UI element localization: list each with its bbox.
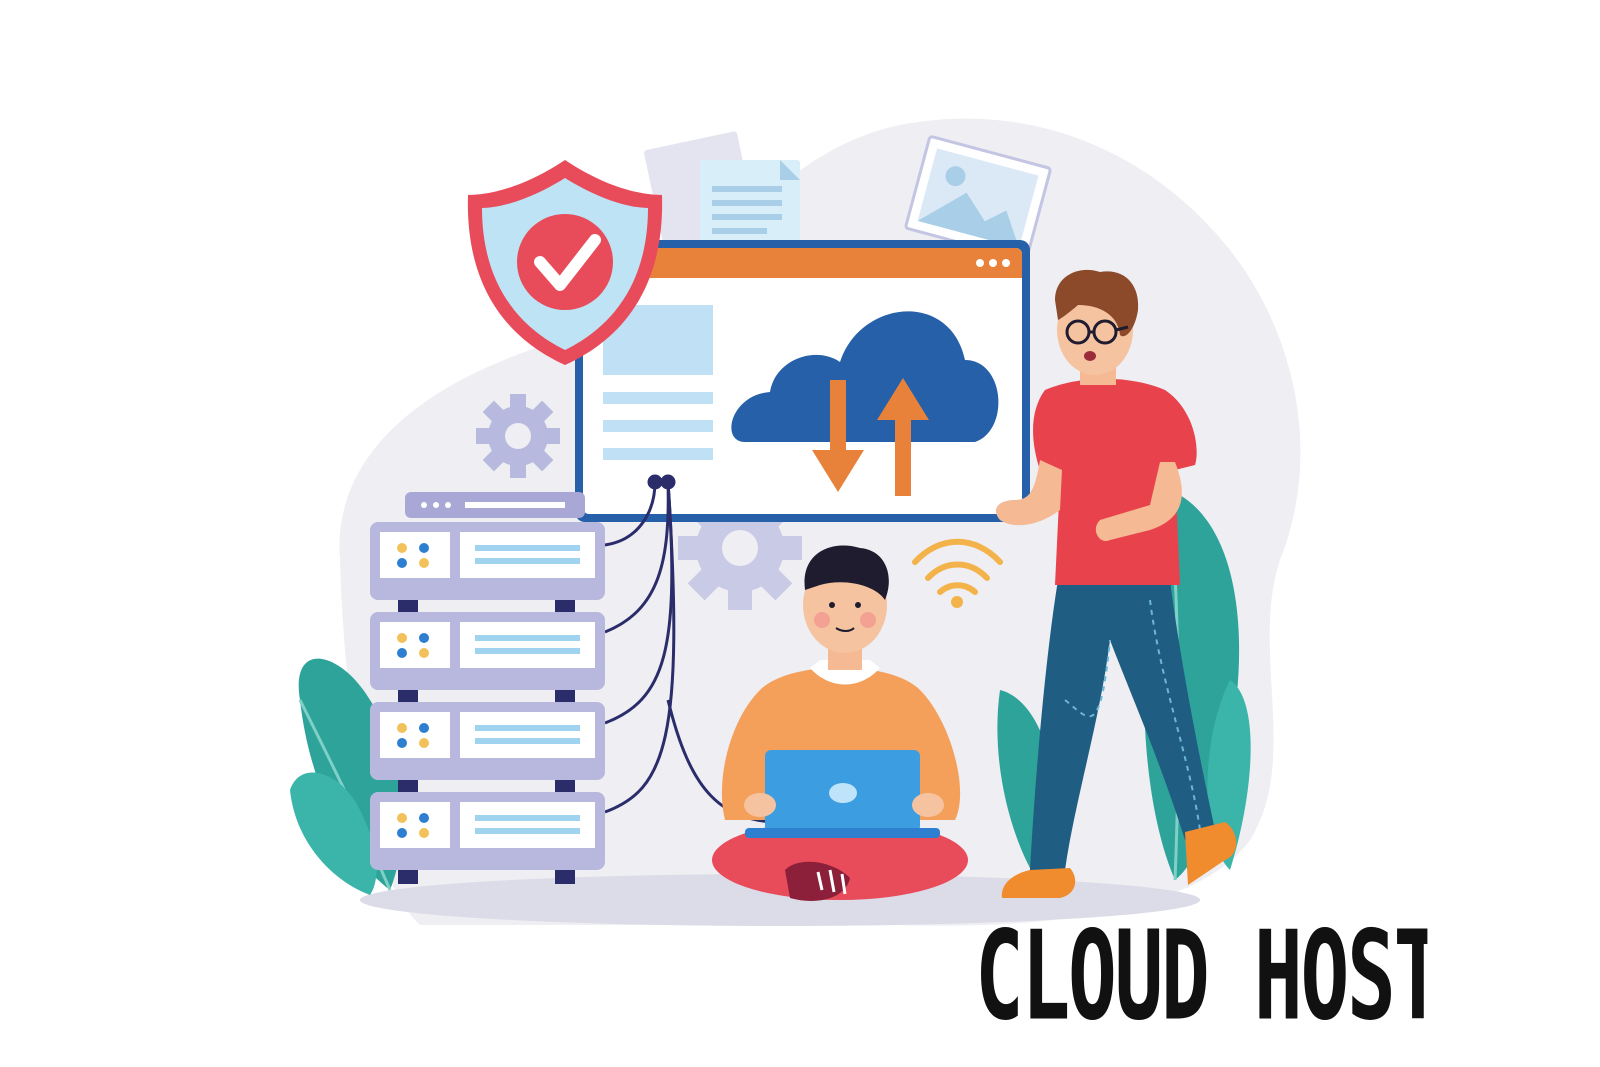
image-icon: [904, 135, 1052, 262]
gear-icon: [476, 394, 560, 478]
caption-title: CLOUD HOSTING: [975, 905, 1427, 1047]
shield-check-icon: [467, 160, 663, 365]
wifi-dot: [951, 596, 963, 608]
standing-person: [995, 269, 1237, 898]
server-rack-icon: [370, 492, 605, 884]
laptop-icon: [744, 750, 944, 838]
ground-shadow: [360, 874, 1200, 926]
wifi-icon: [912, 538, 1003, 595]
network-cables: [604, 474, 791, 824]
cloud-sync-icon: [731, 311, 999, 496]
